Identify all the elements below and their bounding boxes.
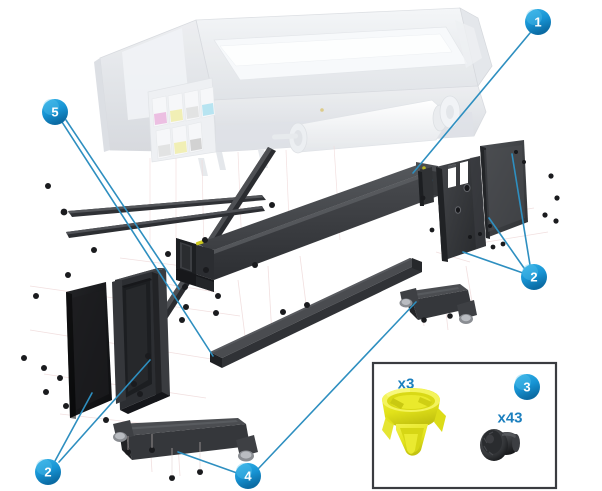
callout-5[interactable]: 5 xyxy=(42,99,68,125)
leader-4-a xyxy=(177,451,238,474)
funnel-spacer xyxy=(382,388,446,456)
callout-2-right[interactable]: 2 xyxy=(521,264,547,290)
leader-4-b xyxy=(257,301,417,470)
callout-1-label: 1 xyxy=(534,15,541,30)
right-cover-panel xyxy=(480,140,528,239)
left-foot-caster-bar xyxy=(113,418,258,481)
assembly-screws-right xyxy=(420,173,560,250)
callout-4[interactable]: 4 xyxy=(235,463,261,489)
diagonal-tie-rod-a xyxy=(60,195,266,217)
hex-screw xyxy=(480,429,520,461)
leader-2r-a xyxy=(462,251,524,274)
lower-cross-brace xyxy=(210,258,422,368)
leader-2r-b xyxy=(488,217,525,269)
callout-2-right-label: 2 xyxy=(530,270,537,285)
left-leg-channel xyxy=(112,268,170,414)
leader-1-a xyxy=(412,32,531,174)
callout-5-label: 5 xyxy=(51,105,58,120)
diagonal-tie-rod-c xyxy=(66,206,265,238)
hex-screw-qty: x43 xyxy=(497,410,522,427)
assembly-screws xyxy=(21,183,310,423)
right-mounting-bracket xyxy=(436,156,486,262)
right-foot-caster-bar xyxy=(399,284,477,324)
ink-cartridge-bay-top xyxy=(151,86,216,128)
callout-2-left[interactable]: 2 xyxy=(35,459,61,485)
leader-2r-c xyxy=(511,153,531,266)
ink-cartridge-bay-bottom xyxy=(155,121,204,160)
leader-2l-a xyxy=(54,392,93,462)
main-cross-beam xyxy=(176,162,438,292)
callout-3[interactable]: 3 xyxy=(514,374,540,400)
left-cover-panel xyxy=(66,282,112,419)
leader-lines xyxy=(54,32,531,474)
leader-2l-b xyxy=(58,359,151,463)
leader-5-a xyxy=(61,121,214,357)
callout-1[interactable]: 1 xyxy=(525,9,551,35)
callout-4-label: 4 xyxy=(244,469,252,484)
hardware-kit-detail[interactable]: x3 x43 xyxy=(371,361,558,490)
leader-5-b xyxy=(65,119,180,290)
large-format-printer-ghost xyxy=(94,7,493,257)
callout-2-left-label: 2 xyxy=(44,465,51,480)
callout-3-label: 3 xyxy=(523,380,530,395)
right-bracket-tab xyxy=(418,167,434,206)
media-roll xyxy=(272,95,461,154)
